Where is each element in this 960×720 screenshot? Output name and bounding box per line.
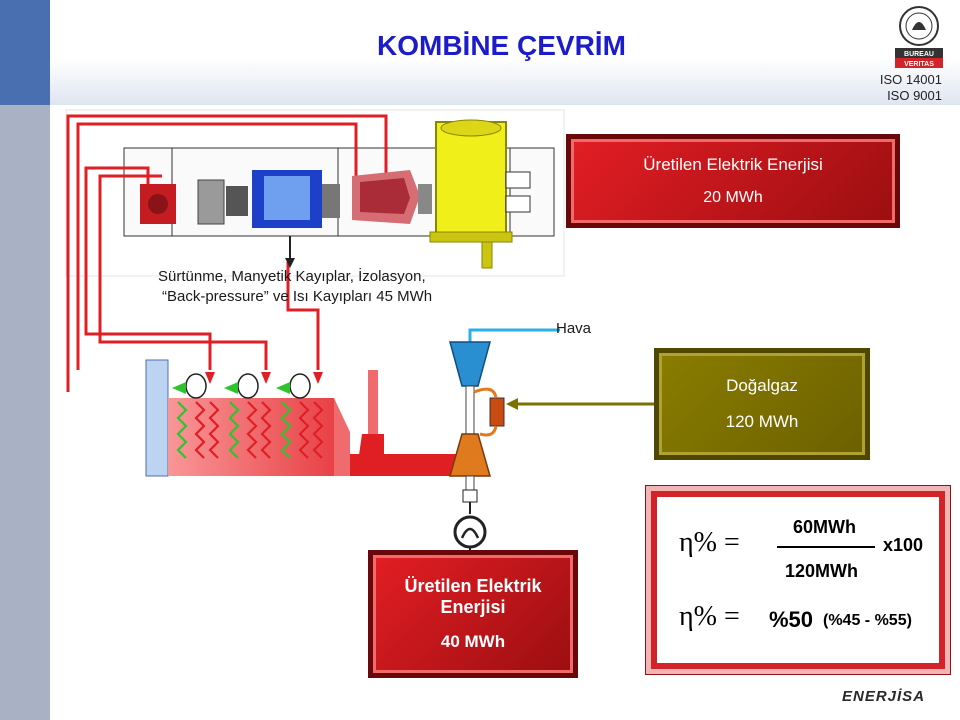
compressor — [449, 341, 491, 387]
pipe-arrows — [205, 372, 323, 384]
air-label: Hava — [556, 320, 592, 337]
combustor — [489, 397, 505, 427]
losses-line1: Sürtünme, Manyetik Kayıplar, İzolasyon, — [158, 268, 426, 285]
efficiency-multiplier: x100 — [883, 535, 924, 555]
header-band — [50, 0, 960, 105]
efficiency-result: %50 — [769, 607, 814, 632]
efficiency-box: η% = 60MWh 120MWh x100 η% = %50 (%45 - %… — [645, 485, 951, 675]
sidebar-accent — [0, 105, 50, 720]
steam-drums — [185, 373, 311, 399]
efficiency-denominator: 120MWh — [785, 561, 859, 581]
efficiency-numerator: 60MWh — [793, 517, 856, 537]
air-line — [468, 328, 560, 344]
stack — [368, 370, 378, 434]
steam-output-label: Üretilen Elektrik Enerjisi — [643, 155, 823, 174]
steam-pipes — [66, 114, 388, 392]
gas-output-value: 40 MWh — [440, 632, 506, 651]
fuel-box: Doğalgaz 120 MWh — [654, 348, 870, 460]
gas-output-box: Üretilen Elektrik Enerjisi 40 MWh — [368, 550, 578, 678]
steam-output-value: 20 MWh — [703, 189, 763, 206]
bureau-veritas-logo: BUREAU VERITAS — [892, 4, 946, 70]
page-title: KOMBİNE ÇEVRİM — [377, 30, 626, 61]
fuel-label: Doğalgaz — [726, 376, 798, 395]
brand-text: ENERJİSA — [842, 687, 926, 705]
feed-arrows — [172, 382, 290, 394]
hrsg-inlet-duct — [145, 359, 169, 477]
iso-14001: ISO 14001 — [879, 72, 942, 87]
efficiency-symbol-2: η% = — [679, 601, 740, 632]
heat-exchanger-coils — [176, 401, 324, 459]
losses-line2: “Back-pressure” ve Isı Kayıpları 45 MWh — [162, 288, 433, 305]
gas-turbine — [449, 433, 491, 477]
efficiency-range: (%45 - %55) — [823, 612, 912, 629]
logo-text-top: BUREAU — [904, 51, 934, 58]
enerjisa-logo: ENERJİSA — [842, 684, 946, 708]
gas-output-label-line1: Üretilen Elektrik — [404, 576, 542, 596]
efficiency-symbol-1: η% = — [679, 527, 740, 558]
steam-output-box: Üretilen Elektrik Enerjisi 20 MWh — [566, 134, 900, 228]
fuel-value: 120 MWh — [725, 412, 799, 431]
generator-icon — [453, 515, 487, 549]
iso-9001: ISO 9001 — [887, 88, 942, 103]
fraction-line — [777, 546, 875, 548]
sidebar-accent-top — [0, 0, 50, 105]
turbine-assembly — [140, 119, 531, 269]
logo-text-bottom: VERITAS — [904, 61, 934, 68]
gas-output-label-line2: Enerjisi — [440, 597, 506, 617]
